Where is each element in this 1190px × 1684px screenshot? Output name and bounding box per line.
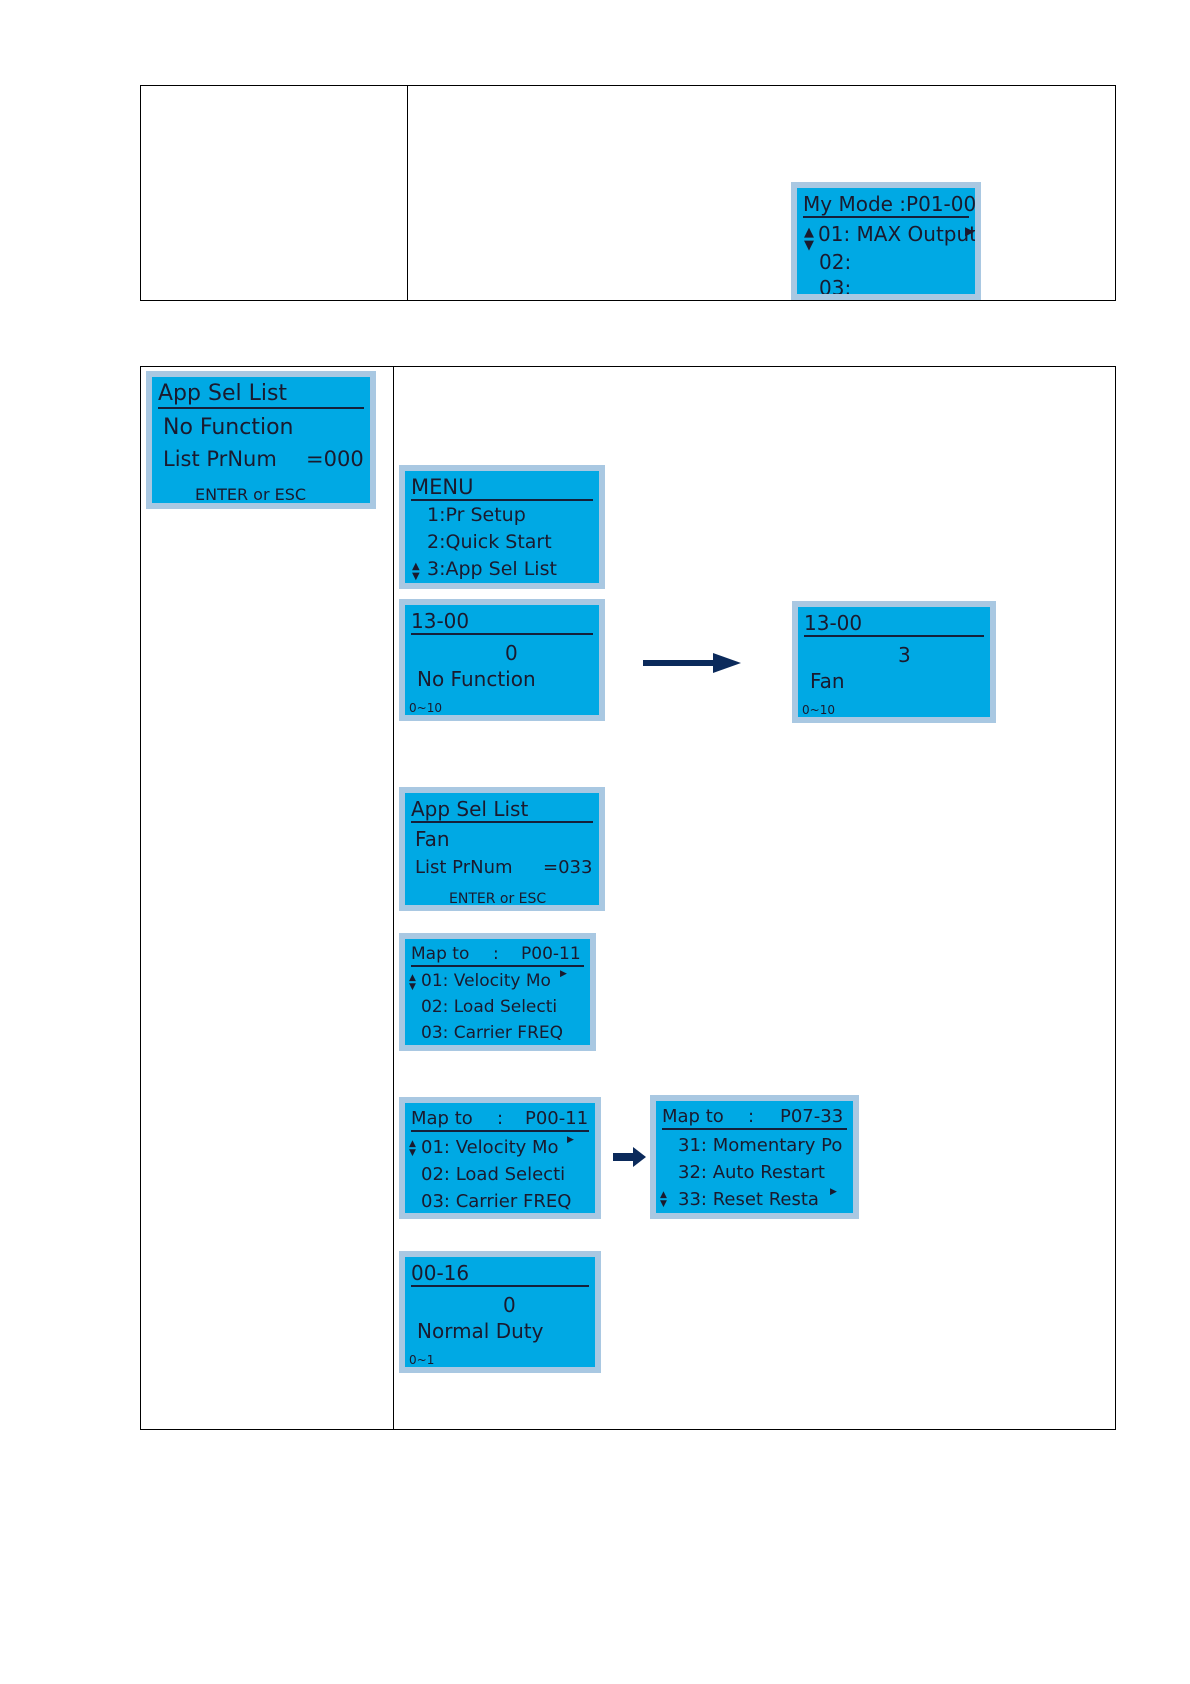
lcd-line-1: 01: Velocity Mo xyxy=(421,1137,559,1158)
right-triangle-icon: ▶ xyxy=(567,1135,574,1145)
lcd-title-sep: : xyxy=(748,1106,755,1127)
menu-item-pr-setup: 1:Pr Setup xyxy=(427,504,526,526)
lcd-title: Map to: P07-33 xyxy=(662,1105,847,1130)
lcd-title: Map to: P00-11 xyxy=(411,1107,589,1132)
lcd-line-1: Fan xyxy=(415,827,450,851)
lcd-title: 00-16 xyxy=(411,1261,589,1287)
lcd-title-sep: : xyxy=(493,944,499,964)
lcd-line-3: 03: xyxy=(819,276,852,300)
lcd-title: My Mode :P01-00 xyxy=(803,192,977,218)
lcd-title: App Sel List xyxy=(158,381,364,409)
lcd-my-mode: My Mode :P01-00 ▲▼ 01: MAX Output ▶ 02: … xyxy=(791,182,981,300)
lcd-line-1: 01: Velocity Mo xyxy=(421,971,551,991)
lcd-line-1: No Function xyxy=(163,415,294,440)
lcd-title-value: P00-11 xyxy=(521,944,581,964)
lcd-13-00-no-function: 13-00 0 No Function 0~10 xyxy=(399,599,605,721)
lcd-line-2: 02: xyxy=(819,250,852,274)
lcd-line-3: 03: Carrier FREQ xyxy=(421,1191,572,1212)
lcd-title: 13-00 xyxy=(804,611,984,637)
lcd-00-16-normal-duty: 00-16 0 Normal Duty 0~1 xyxy=(399,1251,601,1373)
lcd-label: Normal Duty xyxy=(417,1319,544,1343)
lcd-range: 0~10 xyxy=(802,703,835,717)
lcd-line-2: 02: Load Selecti xyxy=(421,1164,566,1185)
up-down-triangle-icon: ▲▼ xyxy=(409,973,416,992)
lcd-footer: ENTER or ESC xyxy=(195,485,307,504)
lcd-app-sel-list-fan: App Sel List Fan List PrNum =033 ENTER o… xyxy=(399,787,605,911)
table-top-divider xyxy=(407,86,408,300)
lcd-value: 3 xyxy=(898,643,911,667)
table-bottom-divider xyxy=(393,367,394,1429)
lcd-title-value: P00-11 xyxy=(525,1108,589,1129)
lcd-title-label: Map to xyxy=(411,944,470,964)
up-down-triangle-icon: ▲▼ xyxy=(412,561,420,582)
up-down-triangle-icon: ▲▼ xyxy=(409,1139,416,1158)
lcd-title: MENU xyxy=(411,475,593,501)
right-triangle-icon: ▶ xyxy=(830,1187,837,1197)
table-top: My Mode :P01-00 ▲▼ 01: MAX Output ▶ 02: … xyxy=(140,85,1116,301)
lcd-line-2: 02: Load Selecti xyxy=(421,997,558,1017)
lcd-line-2: 32: Auto Restart xyxy=(678,1162,825,1183)
lcd-title: App Sel List xyxy=(411,797,593,823)
lcd-menu: MENU 1:Pr Setup 2:Quick Start ▲▼ 3:App S… xyxy=(399,465,605,589)
lcd-line-2-value: =033 xyxy=(543,857,593,878)
lcd-title-sep: : xyxy=(497,1108,504,1129)
lcd-line-3: 03: Carrier FREQ xyxy=(421,1023,564,1043)
lcd-label: No Function xyxy=(417,667,536,691)
lcd-title-label: Map to xyxy=(411,1108,473,1129)
lcd-line-2-value: =000 xyxy=(306,447,364,471)
lcd-title: Map to: P00-11 xyxy=(411,943,584,967)
table-bottom: App Sel List No Function List PrNum =000… xyxy=(140,366,1116,1430)
lcd-label: Fan xyxy=(810,669,845,693)
right-arrow-icon xyxy=(643,653,741,673)
lcd-13-00-fan: 13-00 3 Fan 0~10 xyxy=(792,601,996,723)
up-down-triangle-icon: ▲▼ xyxy=(804,225,814,253)
lcd-line-1: 31: Momentary Po xyxy=(678,1135,843,1156)
lcd-line-2-label: List PrNum xyxy=(163,447,277,471)
lcd-range: 0~1 xyxy=(409,1353,435,1367)
lcd-line-3: 33: Reset Resta xyxy=(678,1189,819,1210)
right-triangle-icon: ▶ xyxy=(965,224,975,238)
menu-item-app-sel-list: 3:App Sel List xyxy=(427,558,557,580)
right-triangle-icon: ▶ xyxy=(560,969,567,979)
lcd-map-to-p00-11-second: Map to: P00-11 ▲▼ 01: Velocity Mo ▶ 02: L… xyxy=(399,1097,601,1219)
lcd-range: 0~10 xyxy=(409,701,442,715)
menu-item-quick-start: 2:Quick Start xyxy=(427,531,552,553)
up-down-triangle-icon: ▲▼ xyxy=(660,1190,667,1209)
lcd-title: 13-00 xyxy=(411,609,593,635)
lcd-app-sel-list: App Sel List No Function List PrNum =000… xyxy=(146,371,376,509)
lcd-line-1: 01: MAX Output xyxy=(818,222,978,246)
lcd-map-to-p00-11: Map to: P00-11 ▲▼ 01: Velocity Mo ▶ 02: L… xyxy=(399,933,596,1051)
lcd-map-to-p07-33: Map to: P07-33 31: Momentary Po 32: Auto … xyxy=(650,1095,859,1219)
lcd-title-label: Map to xyxy=(662,1106,724,1127)
right-arrow-icon xyxy=(613,1147,646,1167)
lcd-footer: ENTER or ESC xyxy=(449,891,547,907)
lcd-value: 0 xyxy=(503,1293,516,1317)
lcd-value: 0 xyxy=(505,641,518,665)
lcd-title-value: P07-33 xyxy=(780,1106,844,1127)
lcd-line-2-label: List PrNum xyxy=(415,857,513,878)
